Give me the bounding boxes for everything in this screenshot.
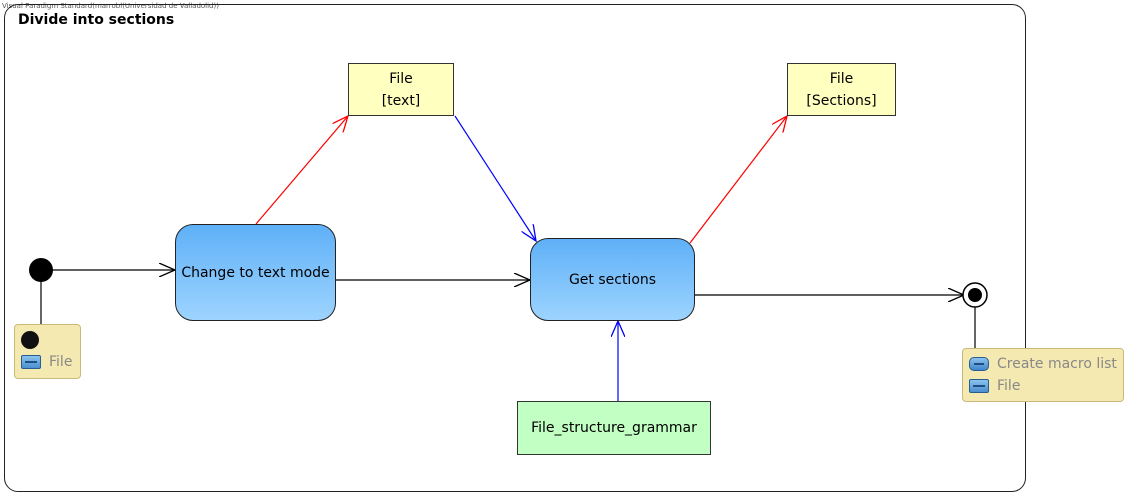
initial-node[interactable]	[29, 258, 53, 282]
activity-frame	[4, 4, 1026, 492]
parameter-icon	[969, 379, 989, 393]
frame-title: Divide into sections	[18, 12, 175, 28]
parameter-icon	[21, 355, 41, 369]
object-name: File	[829, 70, 854, 87]
input-file-text-to-get	[454, 115, 536, 241]
action-get-sections[interactable]: Get sections	[530, 238, 695, 321]
output-change-to-file-text	[255, 116, 348, 225]
action-change-to-text-mode[interactable]: Change to text mode	[175, 224, 336, 321]
note-param-label: File	[49, 354, 73, 370]
action-label: Change to text mode	[181, 264, 330, 281]
object-file-structure-grammar[interactable]: File_structure_grammar	[517, 401, 711, 455]
grammar-label: File_structure_grammar	[531, 420, 697, 436]
note-final[interactable]: Create macro list File	[962, 348, 1124, 402]
initial-node-icon	[21, 331, 39, 349]
watermark: Visual Paradigm Standard(marrobl(Univers…	[2, 2, 219, 10]
object-state: [text]	[381, 92, 421, 109]
action-icon	[969, 357, 989, 371]
object-file-sections[interactable]: File [Sections]	[787, 63, 896, 116]
output-get-to-file-sections	[689, 116, 787, 244]
object-state: [Sections]	[806, 92, 877, 109]
action-label: Get sections	[568, 271, 657, 288]
object-file-text[interactable]: File [text]	[348, 63, 454, 116]
note-action-label: Create macro list	[997, 356, 1117, 372]
final-node-inner	[968, 288, 982, 302]
note-param-label: File	[997, 378, 1021, 394]
note-initial[interactable]: File	[14, 324, 81, 379]
object-name: File	[389, 70, 413, 87]
